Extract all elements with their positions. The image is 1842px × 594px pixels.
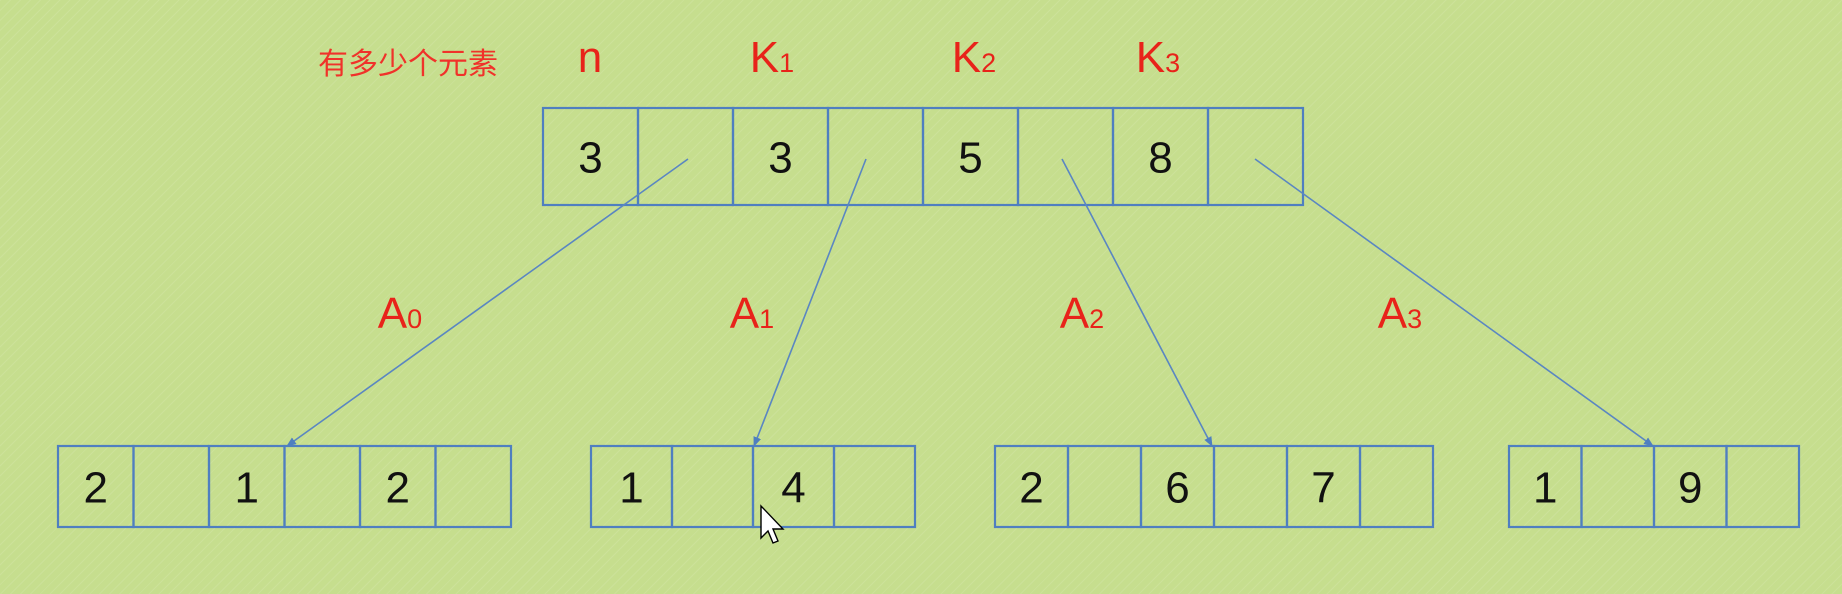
child-node-1-cell-3 <box>832 444 917 529</box>
header-labels: n K1 K2 K3 <box>578 33 1180 82</box>
child-node-2-cell-1 <box>1066 444 1143 529</box>
edge-label-a0: A0 <box>378 289 422 338</box>
edge-labels: A0 A1 A2 A3 <box>378 289 1422 338</box>
child-node-0-value-0: 2 <box>84 464 108 513</box>
child-node-0-value-2: 1 <box>235 464 259 513</box>
child-node-3-value-2: 9 <box>1678 464 1702 513</box>
root-node-value-6: 8 <box>1148 134 1172 183</box>
root-node-value-2: 3 <box>768 134 792 183</box>
child-node-3-cell-3 <box>1725 444 1801 529</box>
root-node-value-0: 3 <box>578 134 602 183</box>
header-label-n: n <box>578 33 602 82</box>
header-label-k3: K3 <box>1136 33 1180 82</box>
child-node-2-cell-5 <box>1358 444 1435 529</box>
root-node-cell-1 <box>636 106 735 207</box>
child-node-3-cell-1 <box>1580 444 1656 529</box>
root-node-cell-3 <box>826 106 925 207</box>
child-node-1-cell-1 <box>670 444 755 529</box>
edge-label-a1: A1 <box>730 289 774 338</box>
root-node: 3 3 5 8 <box>541 106 1305 207</box>
child-node-0-cell-3 <box>283 444 362 529</box>
child-node-2-cell-3 <box>1212 444 1289 529</box>
header-label-k2: K2 <box>952 33 996 82</box>
child-node-0-cell-5 <box>434 444 513 529</box>
root-node-cell-5 <box>1016 106 1115 207</box>
child-node-a0: 2 1 2 <box>56 444 513 529</box>
child-node-1-value-2: 4 <box>781 464 805 513</box>
header-label-k1: K1 <box>750 33 794 82</box>
child-node-a2: 2 6 7 <box>993 444 1435 529</box>
edge-a3 <box>1254 158 1654 447</box>
edge-a1 <box>753 158 867 447</box>
edge-a2 <box>1061 158 1213 447</box>
child-node-2-value-4: 7 <box>1311 464 1335 513</box>
edge-label-a3: A3 <box>1378 289 1422 338</box>
child-node-0-value-4: 2 <box>386 464 410 513</box>
edge-a0 <box>286 158 689 447</box>
child-node-0-cell-1 <box>132 444 211 529</box>
root-node-value-4: 5 <box>958 134 982 183</box>
child-node-3-value-0: 1 <box>1533 464 1557 513</box>
edge-label-a2: A2 <box>1060 289 1104 338</box>
pointer-edges <box>286 158 1654 447</box>
caption-element-count: 有多少个元素 <box>318 47 498 82</box>
child-node-2-value-0: 2 <box>1019 464 1043 513</box>
root-node-cell-7 <box>1206 106 1305 207</box>
child-node-1-value-0: 1 <box>619 464 643 513</box>
child-node-2-value-2: 6 <box>1165 464 1189 513</box>
mouse-pointer-icon <box>760 504 785 544</box>
